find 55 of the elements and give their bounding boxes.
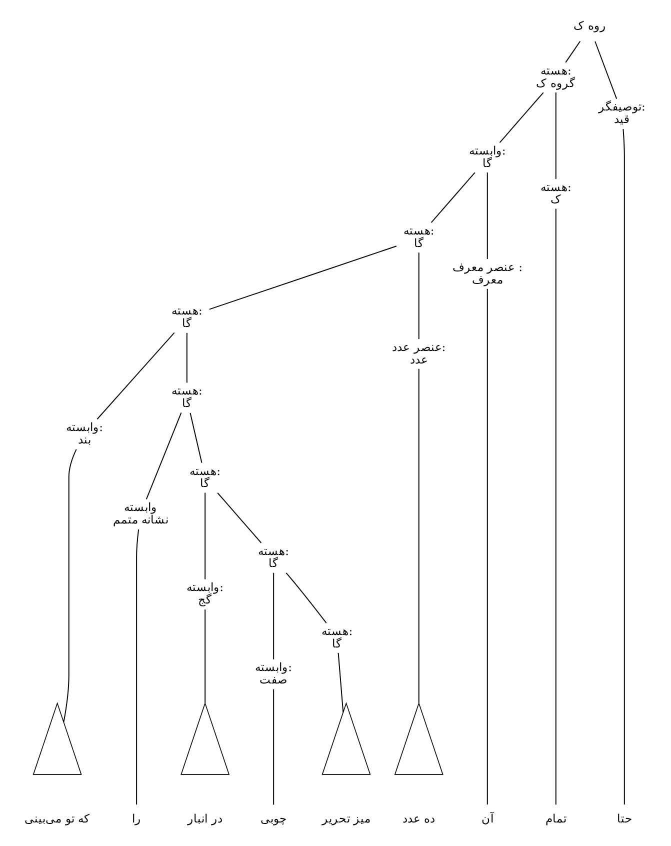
connector [555,92,556,180]
node-text: روه ک [573,18,606,32]
connector [418,368,420,704]
node-text: وابسته نشانه متمم [112,500,169,526]
node-text: هسته: گا [171,304,202,330]
connector [486,288,488,805]
node-text: هسته: گا [403,224,434,250]
connector [565,40,581,63]
connector [486,172,488,260]
node-text: عنصر عدد: عدد [392,340,446,366]
node-text: هسته: گا [171,384,202,410]
connector [430,172,476,224]
node-triangle [394,702,444,775]
connector [208,246,397,310]
node-text: توصیفگر: قید [598,100,646,126]
node-text: هسته: گا [322,624,353,650]
connector [63,448,77,722]
node-label: میز تحریر [322,812,371,826]
connector [555,208,556,805]
node-triangle [32,702,82,775]
node-label: در انبار [188,812,222,826]
connector [594,40,618,100]
node-text: چوبی [260,812,287,826]
connector [273,688,274,806]
node-text: هسته: ک [540,180,572,206]
connector [204,492,206,580]
connector [338,652,344,713]
connector [273,572,274,660]
node-text: هسته: گا [190,464,221,490]
connector [204,609,206,704]
connector [286,572,327,624]
connector [622,128,625,805]
connector [146,412,182,500]
node-text: هسته: گروه ک [536,63,576,90]
node-text: وابسته: گج [186,580,224,607]
node-text: را [132,812,142,826]
node-label: ده عدد [402,812,436,826]
connector [136,528,140,805]
node-text: وابسته: صفت [255,660,292,687]
connector [190,412,202,464]
connector [217,492,262,544]
node-text: حتا [616,812,632,826]
node-text: عنصر معرف : معرف [452,260,522,286]
connector [499,92,544,144]
node-text: آن [481,812,494,826]
node-triangle [180,702,230,775]
node-label: که تو می‌بینی [24,812,90,826]
connector [96,332,175,420]
node-text: تمام [545,812,566,826]
node-triangle [322,702,371,775]
node-text: هسته: گا [258,544,290,570]
connector [418,252,420,340]
connector [186,332,188,384]
node-text: وابسته: گا [468,143,506,170]
node-text: وابسته: بند [66,420,104,446]
